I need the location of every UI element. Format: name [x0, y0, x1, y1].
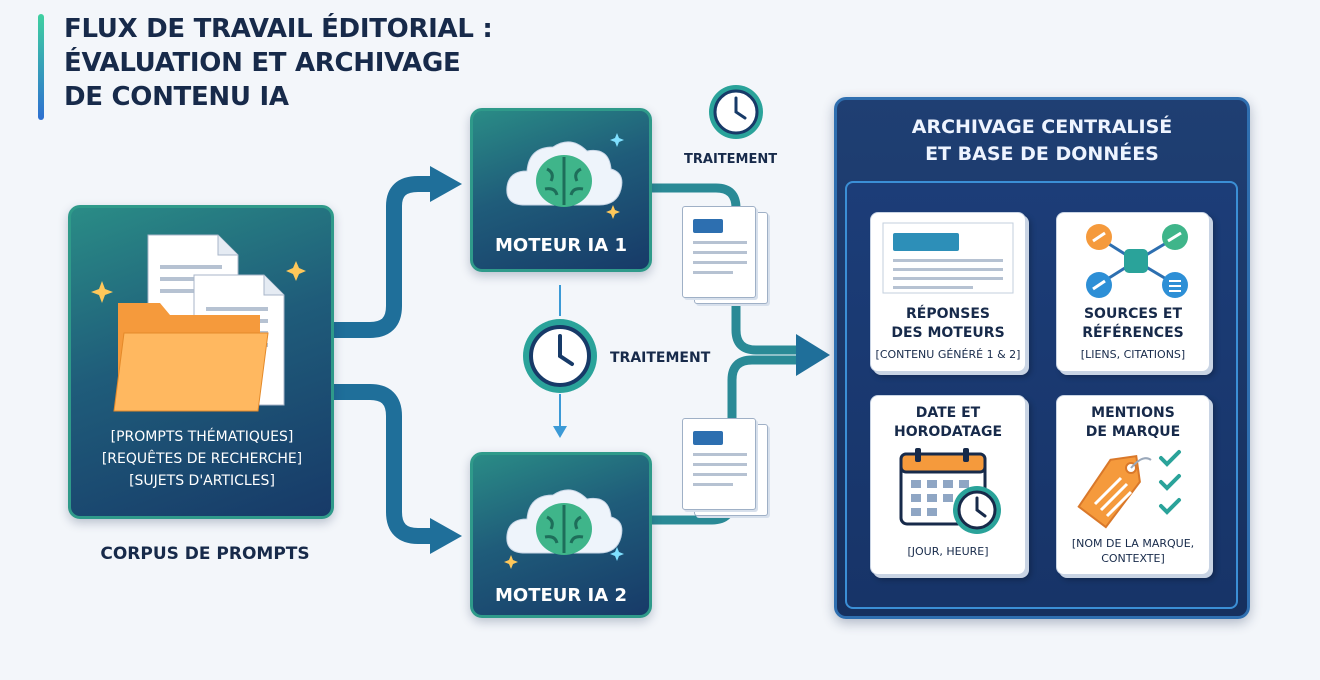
tile-title-line: références	[1082, 325, 1184, 341]
output-document-2	[682, 418, 772, 518]
engine-2-label: Moteur IA 2	[495, 585, 627, 606]
archive-title: Archivage centralisé et base de données	[840, 104, 1244, 180]
archive-title-line-1: Archivage centralisé	[911, 116, 1173, 138]
engine-1-label: Moteur IA 1	[495, 235, 627, 256]
calendar-clock-icon	[899, 448, 1001, 534]
tile-title-line: horodatage	[893, 424, 1003, 440]
page-title: Flux de travail éditorial : Évaluation e…	[64, 12, 664, 114]
corpus-caption: Corpus de prompts	[100, 544, 310, 564]
processing-label-top: Traitement	[684, 152, 778, 167]
processing-label-middle: Traitement	[610, 350, 711, 366]
corpus-item: [Prompts thématiques]	[110, 429, 294, 445]
arrow-corpus-to-engine2	[334, 384, 462, 554]
tile-engine-responses: Réponses des moteurs [Contenu généré 1 &…	[870, 212, 1026, 372]
folder-documents-icon	[91, 234, 306, 412]
clock-icon	[709, 85, 763, 139]
tile-sources-references: Sources et références [Liens, citations]	[1056, 212, 1210, 372]
tile-subtitle: [Contenu généré 1 & 2]	[875, 348, 1021, 361]
title-line-2: Évaluation et archivage	[64, 48, 461, 78]
archive-title-line-2: et base de données	[925, 143, 1159, 165]
corpus-items: [Prompts thématiques] [Requêtes de reche…	[76, 426, 328, 492]
arrow-corpus-to-engine1	[334, 166, 462, 338]
tile-title-line: Sources et	[1083, 306, 1183, 322]
link-network-icon	[1086, 224, 1188, 298]
tile-title-line: Réponses	[906, 306, 990, 322]
tile-title-line: des moteurs	[891, 325, 1005, 341]
corpus-item: [Sujets d'articles]	[129, 473, 275, 489]
title-line-3: de contenu IA	[64, 82, 289, 112]
tile-subtitle: [Jour, heure]	[907, 545, 989, 558]
tile-subtitle: [Nom de la marque,	[1071, 537, 1195, 550]
tile-subtitle: [Liens, citations]	[1080, 348, 1186, 361]
tile-subtitle: contexte]	[1101, 552, 1165, 565]
cloud-brain-icon	[506, 133, 624, 219]
tile-title-line: Mentions	[1091, 405, 1175, 421]
engine-1-card: Moteur IA 1	[470, 108, 652, 272]
arrow-engine1-to-engine2	[553, 285, 567, 438]
title-accent-bar	[38, 14, 44, 120]
tile-brand-mentions: Mentions de marque [Nom de la marque, co…	[1056, 395, 1210, 575]
document-icon	[882, 222, 1014, 294]
output-document-1	[682, 206, 772, 306]
cloud-brain-icon	[504, 489, 624, 569]
tile-title-line: Date et	[915, 405, 981, 421]
clock-icon	[523, 319, 597, 393]
tile-date-timestamp: Date et horodatage [Jour, heure]	[870, 395, 1026, 575]
tag-checklist-icon	[1077, 450, 1181, 529]
engine-2-card: Moteur IA 2	[470, 452, 652, 618]
corpus-item: [Requêtes de recherche]	[101, 451, 303, 467]
tile-title-line: de marque	[1085, 424, 1181, 440]
title-line-1: Flux de travail éditorial :	[64, 14, 493, 44]
